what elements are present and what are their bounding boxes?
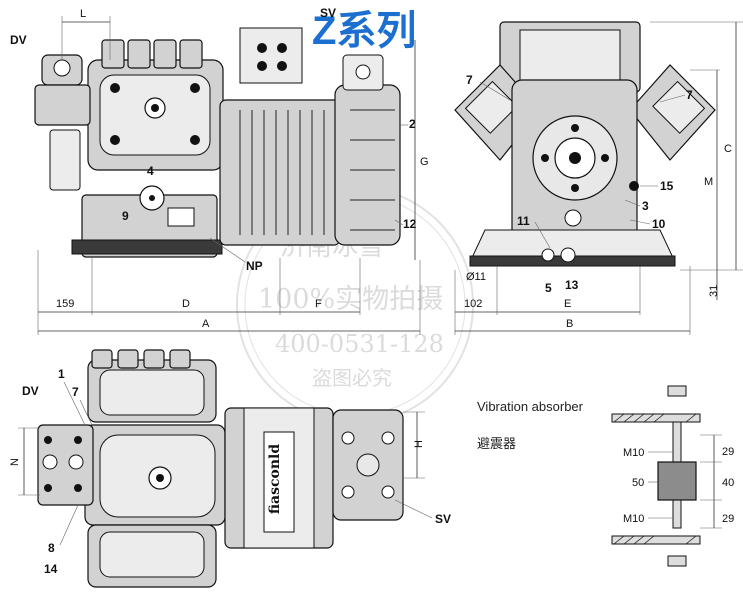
label-7-top: 7: [72, 385, 79, 399]
label-4: 4: [147, 164, 154, 178]
label-3: 3: [642, 199, 649, 213]
watermark-line3: 400-0531-128: [275, 330, 444, 358]
label-14: 14: [44, 562, 58, 576]
label-sv-top: SV: [435, 512, 451, 526]
absorber-title-cn: 避震器: [477, 436, 516, 451]
dim-E: E: [564, 298, 571, 310]
dim-B: B: [566, 318, 573, 330]
dim-G: G: [420, 156, 429, 168]
label-1: 1: [58, 367, 65, 381]
top-view: fiasconld DV 1 7 8 14 SV N H: [9, 349, 451, 588]
watermark-line2: 100%实物拍摄: [258, 284, 443, 315]
absorber-m10-bottom: M10: [623, 513, 644, 525]
dim-A: A: [202, 318, 210, 330]
sensor-15: [629, 181, 639, 191]
watermark-line4: 盗图必究: [312, 366, 392, 390]
dim-hole: Ø11: [466, 271, 486, 283]
dim-F: F: [315, 298, 322, 310]
dim-102: 102: [464, 298, 482, 310]
suction-end-housing: [334, 84, 401, 246]
label-11: 11: [517, 214, 530, 228]
absorber-d29-bottom: 29: [722, 513, 734, 525]
base-feet: [71, 239, 223, 255]
brand-plate: fiasconld: [267, 444, 283, 514]
motor-fins: [239, 110, 325, 235]
label-9: 9: [122, 209, 129, 223]
label-dv-top: DV: [22, 384, 39, 398]
side-view: DV SV NP 2 4 9 12 L G 159 D F A: [10, 6, 429, 335]
label-dv: DV: [10, 33, 27, 47]
dim-H: H: [413, 440, 425, 448]
dim-L: L: [80, 8, 86, 20]
dim-D: D: [182, 298, 190, 310]
label-2: 2: [409, 117, 416, 131]
dim-N: N: [9, 458, 21, 466]
label-sv: SV: [320, 6, 336, 20]
series-title: Z系列: [312, 9, 416, 53]
label-10: 10: [652, 217, 666, 231]
label-np: NP: [246, 259, 263, 273]
label-5: 5: [545, 281, 552, 295]
label-12: 12: [403, 217, 417, 231]
label-7-right: 7: [686, 88, 693, 102]
dim-M: M: [704, 176, 713, 188]
rubber-element: [657, 461, 697, 501]
front-view: 7 7 15 3 10 11 5 13 C M 31 Ø11 102 E B: [454, 21, 743, 335]
dim-C: C: [724, 143, 732, 155]
terminal-box: [239, 27, 303, 84]
absorber-m10-top: M10: [623, 447, 644, 459]
label-13: 13: [565, 278, 579, 292]
absorber-d40: 40: [722, 477, 734, 489]
dim-159: 159: [56, 298, 74, 310]
label-15: 15: [660, 179, 674, 193]
absorber-d50: 50: [632, 477, 644, 489]
label-8: 8: [48, 541, 55, 555]
absorber-title-en: Vibration absorber: [477, 399, 584, 414]
vibration-absorber-detail: Vibration absorber 避震器 M10 50 M10: [477, 385, 734, 567]
dim-31: 31: [708, 285, 720, 297]
label-7-left: 7: [466, 73, 473, 87]
motor-housing: [219, 99, 341, 246]
absorber-d29-top: 29: [722, 446, 734, 458]
terminal-cover: [519, 29, 621, 86]
top-fins: [101, 39, 203, 69]
